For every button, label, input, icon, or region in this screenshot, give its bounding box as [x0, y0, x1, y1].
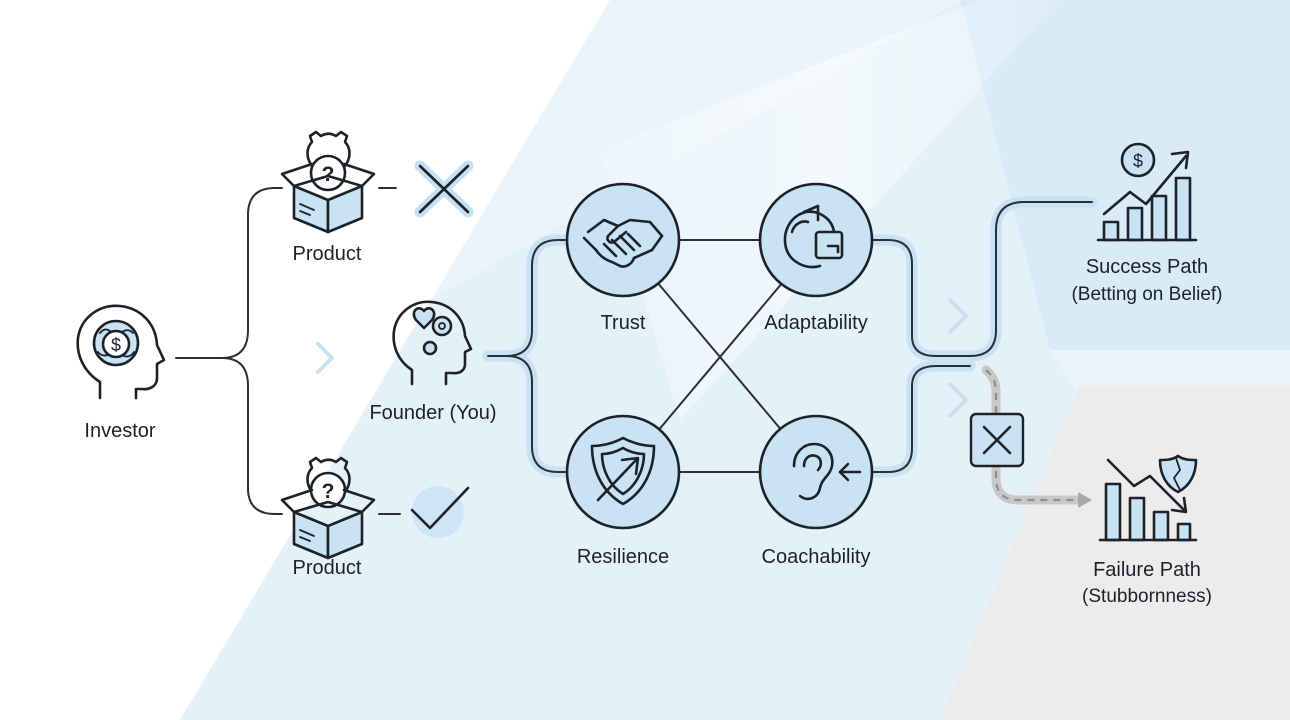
product-bottom-label: Product [293, 557, 362, 579]
rejected-x-icon [414, 160, 474, 218]
investor-label: Investor [84, 420, 155, 442]
growth-chart-dollar-icon: $ [1096, 142, 1198, 242]
decline-chart-broken-shield-icon [1098, 454, 1198, 542]
success-path-title: Success Path [1086, 256, 1208, 278]
resilience-node [565, 414, 681, 530]
founder-label: Founder (You) [369, 402, 496, 424]
question-glyph: ? [322, 163, 335, 186]
refresh-arrow-icon [783, 204, 844, 269]
product-box-question-icon: ? [280, 456, 376, 560]
shield-arrow-icon [590, 436, 656, 506]
resilience-label: Resilience [577, 546, 669, 568]
founder-head-icon [392, 300, 473, 386]
investor-connectors [175, 187, 401, 515]
product-top-label: Product [293, 243, 362, 265]
success-path-subtitle: (Betting on Belief) [1071, 284, 1222, 305]
background-shapes [180, 0, 1290, 720]
trust-label: Trust [601, 312, 646, 334]
handshake-icon [582, 218, 664, 268]
failure-path-subtitle: (Stubbornness) [1082, 586, 1212, 607]
coachability-label: Coachability [762, 546, 871, 568]
failure-path-title: Failure Path [1093, 559, 1201, 581]
blocked-x-badge-icon [969, 412, 1025, 468]
route-lines [487, 201, 1093, 473]
coachability-node [758, 414, 874, 530]
question-glyph: ? [322, 480, 335, 503]
investor-head-icon: $ [72, 304, 166, 402]
approved-check-icon [410, 486, 470, 538]
dollar-glyph: $ [1133, 151, 1143, 171]
chevron-icons [316, 298, 968, 418]
trust-node [565, 182, 681, 298]
product-box-question-icon: ? [280, 130, 376, 234]
adaptability-node [758, 182, 874, 298]
failure-connector [981, 365, 1092, 508]
dollar-glyph: $ [111, 335, 121, 355]
adaptability-label: Adaptability [764, 312, 867, 334]
ear-listening-icon [792, 442, 862, 501]
